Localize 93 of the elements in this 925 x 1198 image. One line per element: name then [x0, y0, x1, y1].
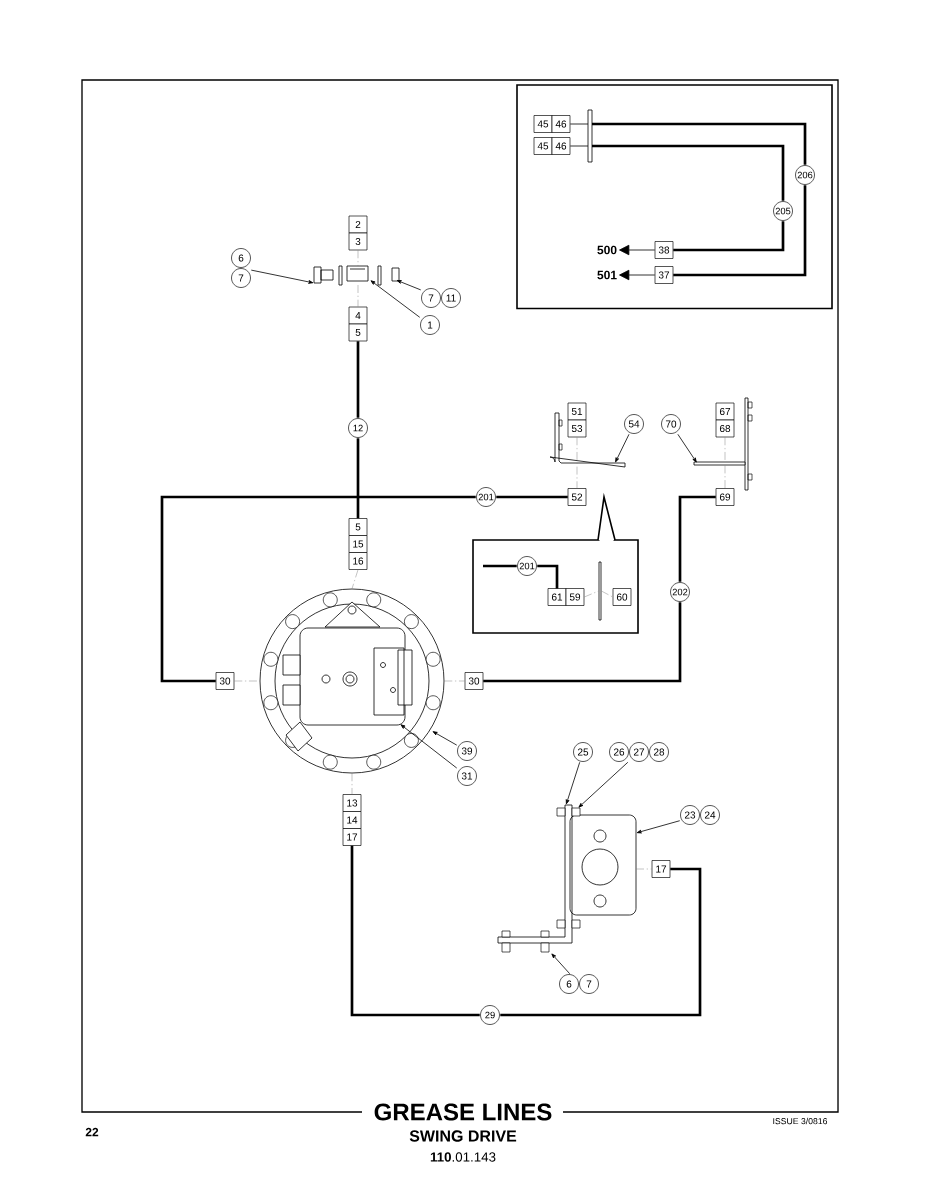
bracket-arm: [693, 461, 746, 466]
title: GREASE LINES: [374, 1103, 552, 1121]
part-number-box: 17: [651, 860, 671, 878]
part-number-boxs: 51 53: [567, 402, 587, 438]
callout-number: 1: [420, 315, 440, 335]
hose-line: [356, 341, 360, 418]
hose-line: [678, 495, 716, 582]
hose-number: 206: [795, 165, 815, 185]
hose-number: 202: [670, 582, 690, 602]
connector-line: [569, 145, 589, 147]
node-label: 45: [537, 120, 549, 128]
connector-line: [569, 123, 589, 125]
mounting-bracket-drawing: [497, 804, 637, 953]
leader-line: [578, 761, 629, 808]
subtitle: SWING DRIVE: [409, 1130, 517, 1142]
node-label: 5: [355, 523, 361, 531]
callout-number: 70: [661, 414, 681, 434]
callout-number: 39: [457, 741, 477, 761]
leader-line: [636, 820, 681, 834]
hose-line: [673, 221, 785, 252]
callout-numbers: 26 27 28: [609, 742, 669, 762]
part-number-box: 60: [612, 588, 632, 606]
hose-line: [160, 495, 476, 683]
hose-line: [500, 867, 702, 1017]
leader-line: [370, 280, 421, 318]
node-label: 45: [537, 142, 549, 150]
node-label: 61: [551, 593, 563, 601]
leader-line: [396, 280, 422, 291]
part-number-box: 37: [654, 266, 674, 284]
hose-number: 205: [773, 201, 793, 221]
hose-line: [483, 602, 682, 683]
part-number-boxs: 45 46: [533, 137, 571, 155]
leader-line: [615, 433, 630, 463]
part-number-boxs: 5 15 16: [348, 518, 368, 570]
part-number-box: 38: [654, 241, 674, 259]
port-number: 501: [597, 270, 617, 280]
hose-number: 201: [476, 487, 496, 507]
part-number-box: 30: [215, 672, 235, 690]
part-number-boxs: 67 68: [715, 402, 735, 438]
bulkhead-plate: [598, 561, 602, 621]
hose-line: [356, 438, 360, 519]
node-label: 14: [347, 816, 358, 824]
detail-inset: [472, 492, 639, 634]
leader-line: [565, 761, 581, 805]
hose-line: [592, 122, 807, 165]
node-label: 17: [347, 833, 358, 841]
hose-number: 201: [517, 556, 537, 576]
detail-inset: [516, 84, 833, 310]
leader-line: [250, 269, 314, 284]
hose-line: [537, 564, 559, 589]
hose-number: 12: [348, 418, 368, 438]
center-line: [584, 590, 599, 598]
leader-line: [677, 433, 697, 463]
grease-fitting-drawing: [313, 265, 400, 286]
callout-number: 54: [624, 414, 644, 434]
callout-numbers: 6 7: [231, 248, 251, 288]
center-line: [601, 590, 613, 598]
node-label: 68: [719, 424, 731, 433]
node-label: 53: [571, 424, 583, 433]
swing-motor-drawing: [259, 588, 445, 774]
leader-line: [400, 724, 458, 769]
bulkhead-plate: [587, 109, 593, 163]
issue-note: ISSUE 3/0816: [773, 1117, 828, 1125]
part-number-boxs: 61 59: [547, 588, 585, 606]
part-number-boxs: 2 3: [348, 215, 368, 251]
callout-numbers: 23 24: [680, 805, 720, 825]
arrow: [619, 244, 656, 256]
node-label: 5: [355, 329, 361, 336]
node-label: 3: [355, 237, 361, 246]
center-line: [351, 569, 359, 589]
part-number-box: 52: [567, 488, 587, 506]
hose-line: [592, 144, 785, 201]
hose-line: [673, 185, 807, 277]
node-label: 16: [353, 557, 364, 565]
part-number-boxs: 4 5: [348, 306, 368, 342]
hose-line: [496, 495, 568, 499]
hose-line: [350, 845, 480, 1017]
arrow: [619, 269, 656, 281]
leader-line: [551, 953, 571, 975]
callout-number: 31: [457, 766, 477, 786]
leader-line: [432, 731, 458, 746]
part-number-boxs: 45 46: [533, 115, 571, 133]
callout-number: 25: [573, 742, 593, 762]
part-number-box: 69: [715, 488, 735, 506]
callout-numbers: 7 11: [421, 288, 461, 308]
part-number-boxs: 13 14 17: [342, 794, 362, 846]
page-number: 22: [85, 1127, 99, 1137]
hose-line: [483, 564, 517, 568]
drawing-number: 110.01.143: [430, 1152, 496, 1162]
port-number: 500: [597, 245, 617, 255]
callout-numbers: 6 7: [559, 974, 599, 994]
hose-number: 29: [480, 1005, 500, 1025]
part-number-box: 30: [464, 672, 484, 690]
